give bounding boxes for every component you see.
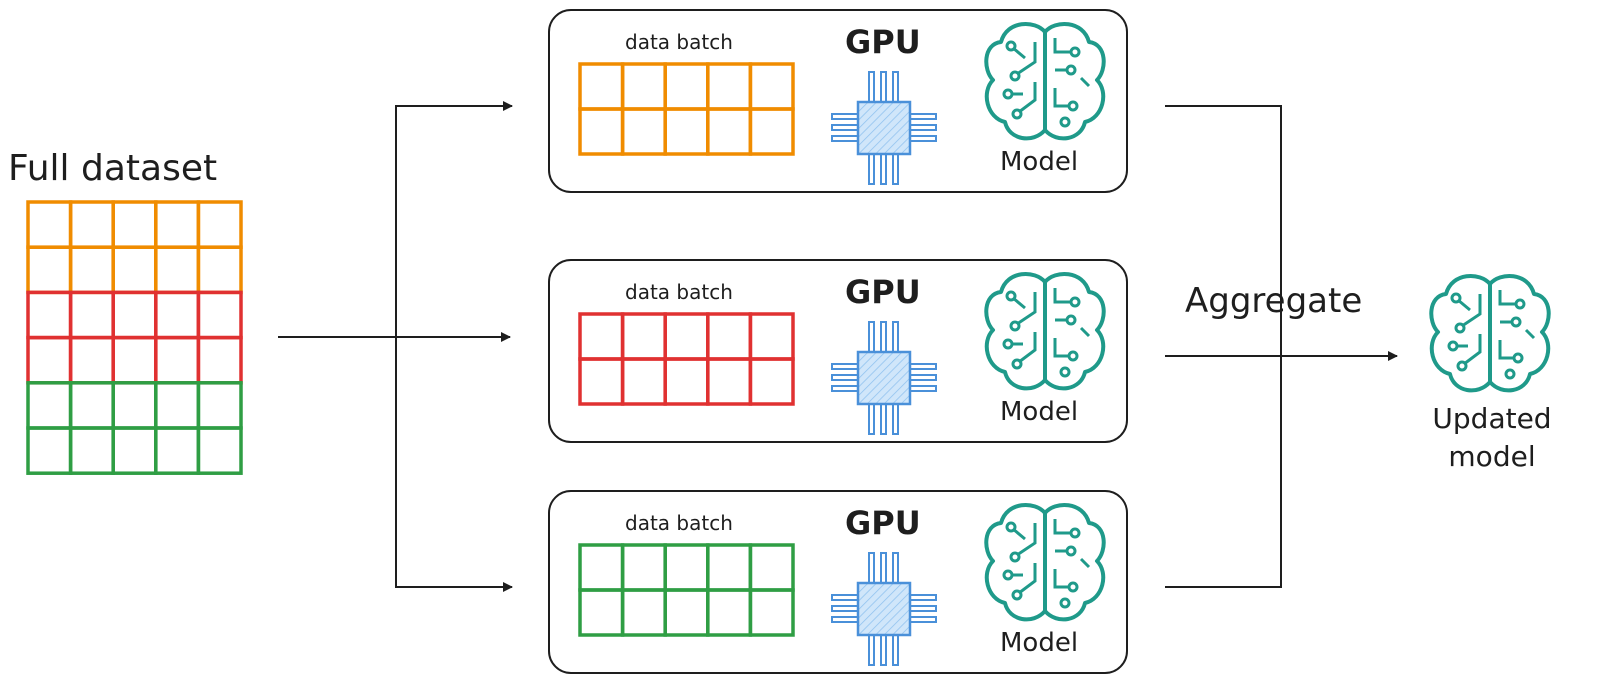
data-batch-grid bbox=[578, 312, 795, 406]
brain-model-icon bbox=[984, 502, 1106, 622]
grid-cell bbox=[663, 312, 710, 361]
brain-model-icon bbox=[984, 271, 1106, 391]
updated-model-label-line2: model bbox=[1448, 440, 1535, 473]
grid-cell bbox=[154, 200, 201, 249]
grid-cell bbox=[111, 335, 158, 385]
updated-model-brain-icon bbox=[1429, 273, 1551, 393]
grid-cell bbox=[748, 543, 795, 592]
grid-cell bbox=[26, 426, 73, 475]
aggregate-label: Aggregate bbox=[1185, 281, 1362, 321]
grid-cell bbox=[620, 357, 667, 406]
gpu-chip-icon bbox=[830, 320, 938, 436]
grid-cell bbox=[26, 381, 73, 430]
grid-cell bbox=[748, 357, 795, 406]
grid-cell bbox=[578, 357, 625, 406]
grid-cell bbox=[111, 200, 158, 249]
grid-cell bbox=[748, 312, 795, 361]
grid-cell bbox=[706, 543, 753, 592]
grid-cell bbox=[68, 335, 115, 385]
grid-cell bbox=[68, 426, 115, 475]
worker-box bbox=[548, 9, 1128, 193]
aggregate-connectors bbox=[1165, 105, 1398, 588]
grid-cell bbox=[154, 426, 201, 475]
split-connectors bbox=[278, 101, 513, 592]
gpu-label: GPU bbox=[845, 504, 921, 542]
model-label: Model bbox=[1000, 147, 1078, 177]
worker-1: data batch GPU Model bbox=[548, 9, 1128, 193]
grid-cell bbox=[663, 357, 710, 406]
grid-cell bbox=[706, 62, 753, 111]
grid-cell bbox=[620, 312, 667, 361]
grid-cell bbox=[578, 312, 625, 361]
data-batch-label: data batch bbox=[625, 280, 733, 304]
grid-cell bbox=[706, 588, 753, 637]
gpu-chip-icon bbox=[830, 70, 938, 186]
worker-3: data batch GPU Model bbox=[548, 490, 1128, 674]
data-batch-grid bbox=[578, 543, 795, 637]
grid-cell bbox=[748, 62, 795, 111]
grid-cell bbox=[68, 290, 115, 340]
grid-cell bbox=[620, 588, 667, 637]
grid-cell bbox=[111, 426, 158, 475]
grid-cell bbox=[620, 62, 667, 111]
gpu-label: GPU bbox=[845, 273, 921, 311]
grid-cell bbox=[578, 588, 625, 637]
grid-cell bbox=[578, 543, 625, 592]
brain-model-icon bbox=[984, 21, 1106, 141]
grid-cell bbox=[154, 335, 201, 385]
grid-cell bbox=[748, 588, 795, 637]
grid-cell bbox=[68, 381, 115, 430]
grid-cell bbox=[620, 107, 667, 156]
grid-cell bbox=[68, 200, 115, 249]
grid-cell bbox=[196, 335, 243, 385]
model-label: Model bbox=[1000, 397, 1078, 427]
grid-cell bbox=[663, 107, 710, 156]
grid-cell bbox=[196, 245, 243, 295]
grid-cell bbox=[706, 107, 753, 156]
data-batch-label: data batch bbox=[625, 30, 733, 54]
grid-cell bbox=[748, 107, 795, 156]
grid-cell bbox=[26, 200, 73, 249]
grid-cell bbox=[196, 426, 243, 475]
grid-cell bbox=[706, 357, 753, 406]
aggregate-trunk-line bbox=[1165, 105, 1282, 588]
grid-cell bbox=[68, 245, 115, 295]
grid-cell bbox=[111, 381, 158, 430]
grid-cell bbox=[663, 588, 710, 637]
split-trunk-line bbox=[395, 105, 508, 588]
model-label: Model bbox=[1000, 628, 1078, 658]
worker-2: data batch GPU Model bbox=[548, 259, 1128, 443]
worker-box bbox=[548, 259, 1128, 443]
full-dataset-grid bbox=[26, 200, 243, 475]
full-dataset-title: Full dataset bbox=[8, 148, 217, 189]
grid-cell bbox=[154, 245, 201, 295]
grid-cell bbox=[111, 290, 158, 340]
grid-cell bbox=[196, 290, 243, 340]
grid-cell bbox=[26, 245, 73, 295]
grid-cell bbox=[26, 290, 73, 340]
grid-cell bbox=[578, 62, 625, 111]
grid-cell bbox=[196, 381, 243, 430]
worker-box bbox=[548, 490, 1128, 674]
grid-cell bbox=[578, 107, 625, 156]
updated-model-label-line1: Updated bbox=[1432, 402, 1551, 435]
gpu-label: GPU bbox=[845, 23, 921, 61]
grid-cell bbox=[111, 245, 158, 295]
gpu-chip-icon bbox=[830, 551, 938, 667]
data-batch-label: data batch bbox=[625, 511, 733, 535]
grid-cell bbox=[26, 335, 73, 385]
grid-cell bbox=[620, 543, 667, 592]
grid-cell bbox=[154, 290, 201, 340]
data-batch-grid bbox=[578, 62, 795, 156]
grid-cell bbox=[663, 543, 710, 592]
grid-cell bbox=[706, 312, 753, 361]
grid-cell bbox=[196, 200, 243, 249]
grid-cell bbox=[154, 381, 201, 430]
grid-cell bbox=[663, 62, 710, 111]
